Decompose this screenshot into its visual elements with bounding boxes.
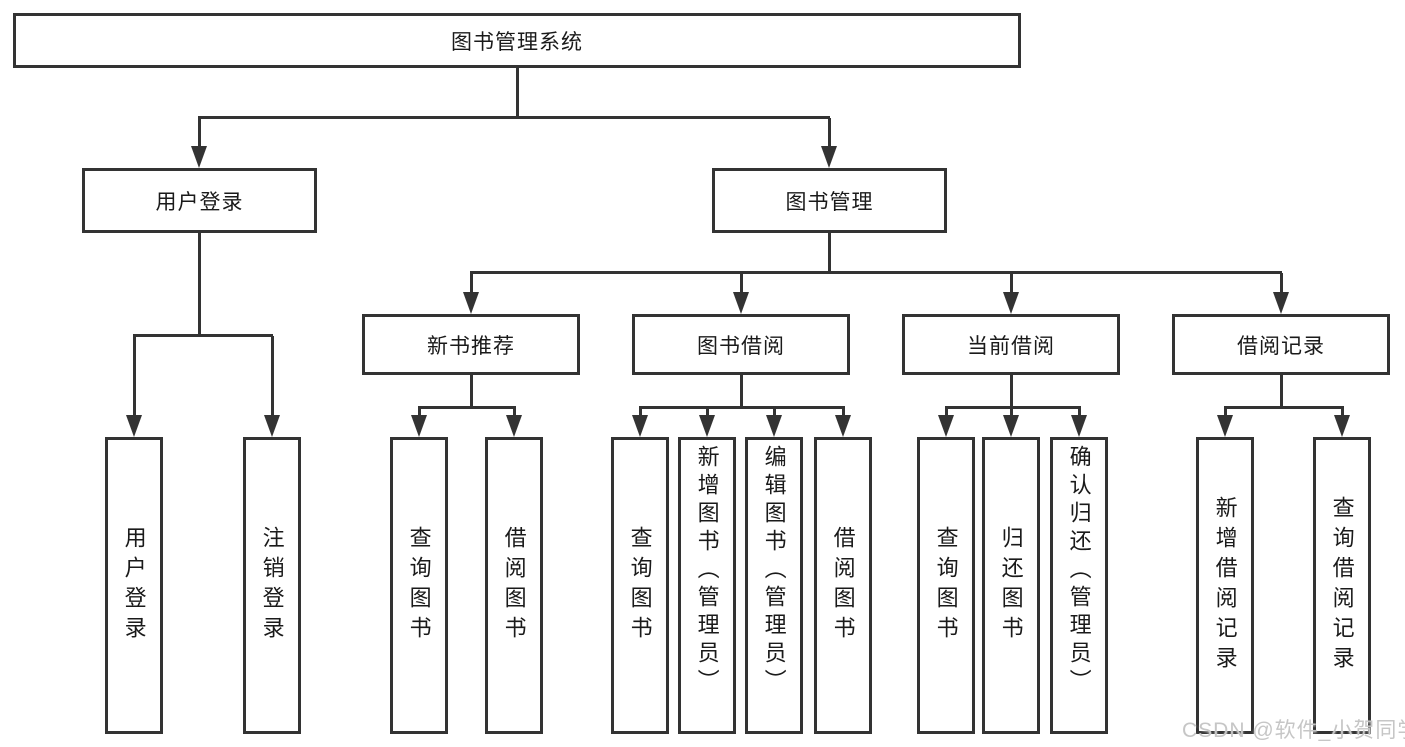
leaf-label: 归还图书	[998, 525, 1024, 646]
leaf-bb-borrow-books: 借阅图书	[814, 437, 872, 734]
arrow-down-icon	[1003, 415, 1019, 437]
connector-line	[470, 273, 473, 292]
node-book-management: 图书管理	[712, 168, 947, 233]
connector-line	[133, 334, 273, 337]
connector-line	[470, 375, 473, 408]
connector-line	[198, 118, 201, 148]
connector-line	[1224, 408, 1227, 417]
connector-line	[740, 273, 743, 292]
leaf-br-add-record: 新增借阅记录	[1196, 437, 1254, 734]
connector-line	[418, 406, 516, 409]
leaf-user-login: 用户登录	[105, 437, 163, 734]
leaf-cb-return-books: 归还图书	[982, 437, 1040, 734]
connector-line	[1280, 375, 1283, 408]
connector-line	[945, 408, 948, 417]
arrow-down-icon	[766, 415, 782, 437]
connector-line	[470, 271, 1282, 274]
arrow-down-icon	[506, 415, 522, 437]
node-current-borrow: 当前借阅	[902, 314, 1120, 375]
arrow-down-icon	[632, 415, 648, 437]
arrow-down-icon	[1273, 292, 1289, 314]
connector-line	[271, 336, 274, 417]
leaf-bb-add-books-admin: 新增图书（管理员）	[678, 437, 736, 734]
leaf-nb-borrow-books: 借阅图书	[485, 437, 543, 734]
connector-line	[945, 406, 1081, 409]
leaf-label: 新增图书（管理员）	[694, 445, 720, 697]
node-root: 图书管理系统	[13, 13, 1021, 68]
connector-line	[133, 336, 136, 417]
arrow-down-icon	[463, 292, 479, 314]
connector-line	[740, 375, 743, 408]
connector-line	[516, 68, 519, 118]
connector-line	[1280, 273, 1283, 292]
leaf-logout: 注销登录	[243, 437, 301, 734]
leaf-cb-query-books: 查询图书	[917, 437, 975, 734]
arrow-down-icon	[126, 415, 142, 437]
leaf-label: 查询借阅记录	[1329, 495, 1355, 676]
arrow-down-icon	[1071, 415, 1087, 437]
connector-line	[639, 408, 642, 417]
arrow-down-icon	[821, 146, 837, 168]
leaf-label: 借阅图书	[501, 525, 527, 646]
arrow-down-icon	[835, 415, 851, 437]
leaf-label: 借阅图书	[830, 525, 856, 646]
connector-line	[1078, 408, 1081, 417]
leaf-nb-query-books: 查询图书	[390, 437, 448, 734]
connector-line	[1010, 408, 1013, 417]
arrow-down-icon	[699, 415, 715, 437]
arrow-down-icon	[411, 415, 427, 437]
node-user-login: 用户登录	[82, 168, 317, 233]
leaf-br-query-record: 查询借阅记录	[1313, 437, 1371, 734]
arrow-down-icon	[938, 415, 954, 437]
connector-line	[842, 408, 845, 417]
arrow-down-icon	[264, 415, 280, 437]
node-book-borrow: 图书借阅	[632, 314, 850, 375]
connector-line	[198, 116, 830, 119]
connector-line	[1224, 406, 1344, 409]
connector-line	[828, 118, 831, 148]
connector-line	[513, 408, 516, 417]
leaf-label: 编辑图书（管理员）	[761, 445, 787, 697]
leaf-label: 查询图书	[406, 525, 432, 646]
leaf-label: 确认归还（管理员）	[1066, 445, 1092, 697]
leaf-label: 查询图书	[933, 525, 959, 646]
connector-line	[639, 406, 845, 409]
arrow-down-icon	[1217, 415, 1233, 437]
connector-line	[418, 408, 421, 417]
leaf-bb-edit-books-admin: 编辑图书（管理员）	[745, 437, 803, 734]
leaf-label: 注销登录	[259, 525, 285, 646]
arrow-down-icon	[1334, 415, 1350, 437]
leaf-label: 查询图书	[627, 525, 653, 646]
leaf-label: 用户登录	[121, 525, 147, 646]
connector-line	[1010, 375, 1013, 408]
arrow-down-icon	[191, 146, 207, 168]
connector-line	[773, 408, 776, 417]
node-new-book-recommend: 新书推荐	[362, 314, 580, 375]
connector-line	[828, 233, 831, 273]
connector-line	[706, 408, 709, 417]
watermark: CSDN @软件_小贺同学	[1182, 719, 1405, 742]
connector-line	[1341, 408, 1344, 417]
arrow-down-icon	[733, 292, 749, 314]
leaf-cb-confirm-return-admin: 确认归还（管理员）	[1050, 437, 1108, 734]
connector-line	[198, 233, 201, 336]
leaf-bb-query-books: 查询图书	[611, 437, 669, 734]
arrow-down-icon	[1003, 292, 1019, 314]
leaf-label: 新增借阅记录	[1212, 495, 1238, 676]
connector-line	[1010, 273, 1013, 292]
node-borrow-records: 借阅记录	[1172, 314, 1390, 375]
